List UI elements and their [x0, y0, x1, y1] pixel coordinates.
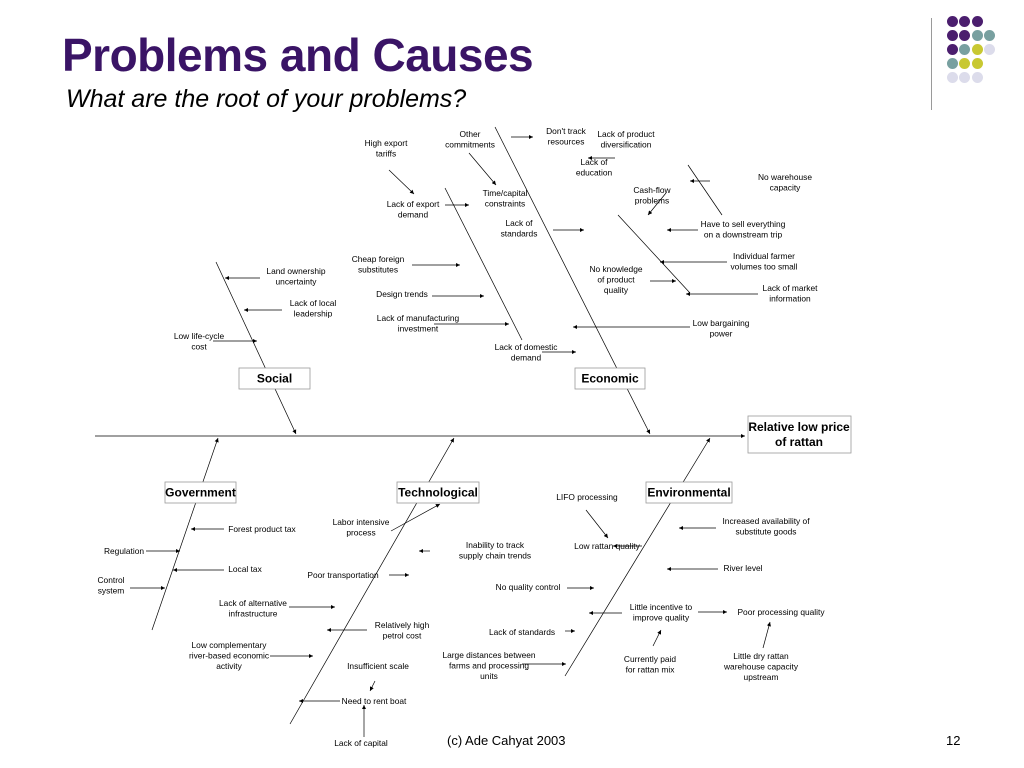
cause-label-poor-transportation: Poor transportation	[307, 570, 379, 580]
category-label-social: Social	[257, 372, 292, 386]
decorative-dot	[946, 58, 958, 69]
cause-arrow	[468, 152, 497, 186]
category-label-economic: Economic	[581, 372, 639, 386]
slide-subtitle: What are the root of your problems?	[66, 85, 467, 113]
cause-label-insufficient-scale: Insufficient scale	[347, 661, 409, 671]
decorative-dot	[946, 72, 958, 83]
effect-box	[747, 415, 852, 454]
cause-label-need-to-rent-boat: Need to rent boat	[342, 696, 407, 706]
cause-arrow	[585, 509, 609, 539]
cause-label-no-quality-control: No quality control	[496, 582, 561, 592]
cause-label-poor-processing-quality: Poor processing quality	[737, 607, 825, 617]
decorative-dot	[946, 16, 958, 27]
category-label-environmental: Environmental	[647, 486, 730, 500]
decorative-dot	[984, 44, 996, 55]
cause-label-design-trends: Design trends	[376, 289, 428, 299]
decorative-dot	[959, 72, 971, 83]
category-box-government	[164, 481, 237, 504]
category-label-technological: Technological	[398, 486, 478, 500]
footer-credit: (c) Ade Cahyat 2003	[447, 733, 566, 748]
bone-social	[215, 261, 297, 435]
cause-label-regulation: Regulation	[104, 546, 144, 556]
cause-arrow	[762, 621, 771, 649]
decorative-dot	[959, 16, 971, 27]
cause-arrow	[369, 680, 376, 692]
subbone-trade	[444, 187, 523, 341]
bone-environmental	[564, 437, 711, 677]
bone-economic-upper	[687, 164, 723, 216]
cause-arrow	[388, 169, 415, 195]
cause-label-low-rattan-quality: Low rattan quality	[574, 541, 640, 551]
bone-government	[151, 437, 219, 631]
cause-label-forest-product-tax: Forest product tax	[228, 524, 296, 534]
cause-arrow	[390, 503, 441, 532]
slide-title: Problems and Causes	[62, 29, 534, 81]
category-box-economic	[574, 367, 646, 390]
category-box-technological	[396, 481, 480, 504]
subbone-farmers	[617, 214, 691, 294]
decorative-dot	[971, 58, 983, 69]
category-box-environmental	[645, 481, 733, 504]
decorative-dot	[971, 72, 983, 83]
decorative-dot	[959, 30, 971, 41]
cause-label-lack-of-standards-tech: Lack of standards	[489, 627, 555, 637]
cause-label-river-level: River level	[723, 563, 762, 573]
page-number: 12	[946, 733, 961, 748]
decorative-dot	[971, 16, 983, 27]
decorative-dot	[959, 58, 971, 69]
decorative-dot	[946, 30, 958, 41]
bone-technological	[289, 437, 455, 725]
cause-arrow	[652, 629, 662, 647]
decorative-dot	[984, 30, 996, 41]
decorative-dot	[971, 30, 983, 41]
cause-label-lifo-processing: LIFO processing	[556, 492, 618, 502]
decorative-divider	[931, 18, 932, 110]
cause-label-lack-of-capital: Lack of capital	[334, 738, 388, 748]
decorative-dot	[971, 44, 983, 55]
decorative-dot	[959, 44, 971, 55]
cause-arrow	[647, 192, 667, 216]
category-box-social	[238, 367, 311, 390]
cause-label-local-tax: Local tax	[228, 564, 262, 574]
decorative-dot	[946, 44, 958, 55]
category-label-government: Government	[165, 486, 236, 500]
